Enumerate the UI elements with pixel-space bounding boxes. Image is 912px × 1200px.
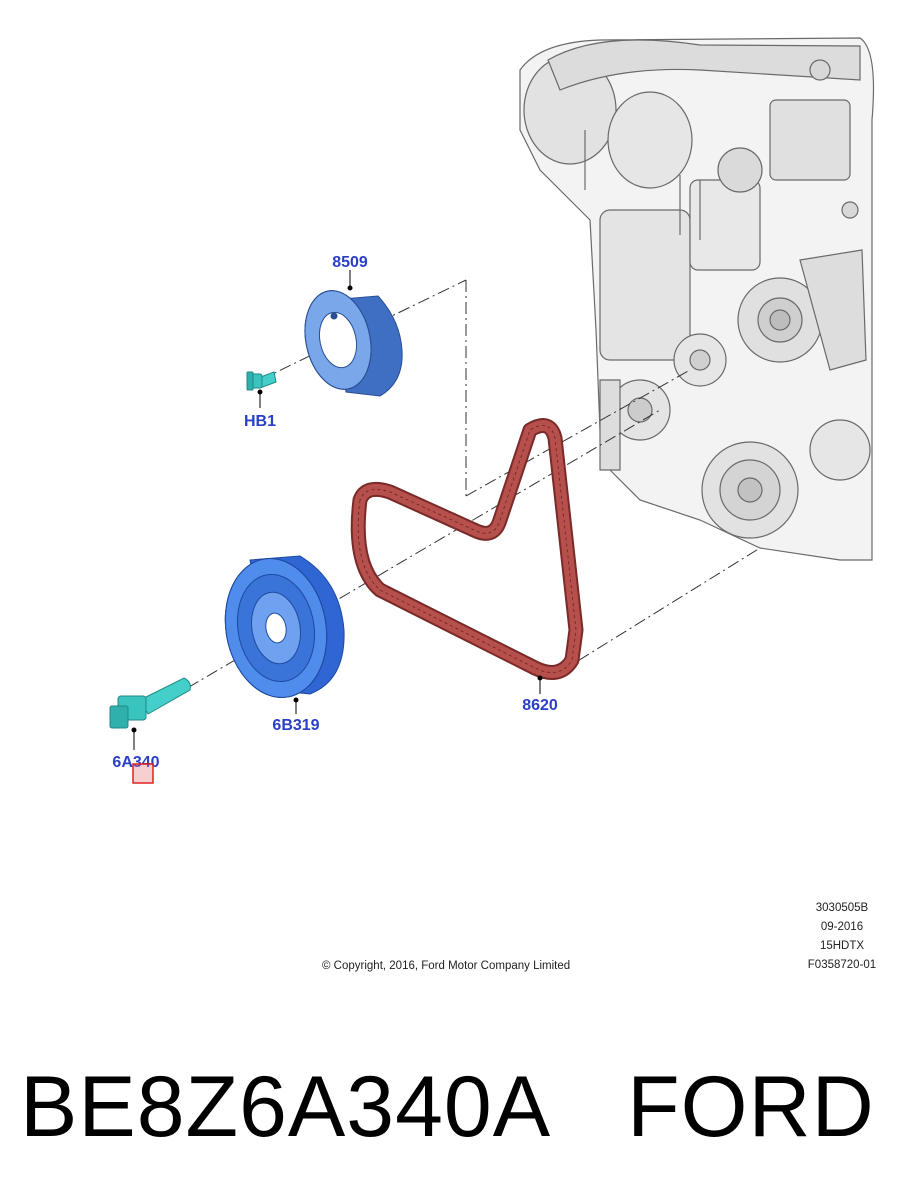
- crankshaft-damper: [224, 555, 345, 698]
- idler-pulley: [304, 290, 403, 397]
- brand-name: FORD: [627, 1059, 875, 1155]
- callout-8509[interactable]: 8509: [332, 254, 368, 271]
- bolt-hb1: [246, 371, 277, 391]
- drive-belt: [350, 418, 584, 680]
- part-caption: BE8Z6A340A FORD: [20, 1052, 900, 1162]
- selected-part-marker: [132, 763, 154, 784]
- callout-6a340[interactable]: 6A340: [112, 754, 159, 771]
- engine-block: [519, 37, 875, 561]
- parts-diagram: 8509 HB1 6B319 8620 6A340 © Copyright, 2…: [109, 37, 876, 972]
- callout-8620[interactable]: 8620: [522, 697, 558, 714]
- callout-hb1[interactable]: HB1: [244, 413, 276, 430]
- leader-lines: [131, 270, 543, 750]
- meta-code: 3030505B: [816, 902, 869, 914]
- callout-6b319[interactable]: 6B319: [272, 717, 319, 734]
- copyright-text: © Copyright, 2016, Ford Motor Company Li…: [322, 960, 570, 972]
- part-number: BE8Z6A340A: [20, 1059, 552, 1155]
- meta-figure: F0358720-01: [808, 959, 876, 971]
- meta-model: 15HDTX: [820, 940, 864, 952]
- meta-date: 09-2016: [821, 921, 863, 933]
- bolt-6a340: [109, 677, 191, 729]
